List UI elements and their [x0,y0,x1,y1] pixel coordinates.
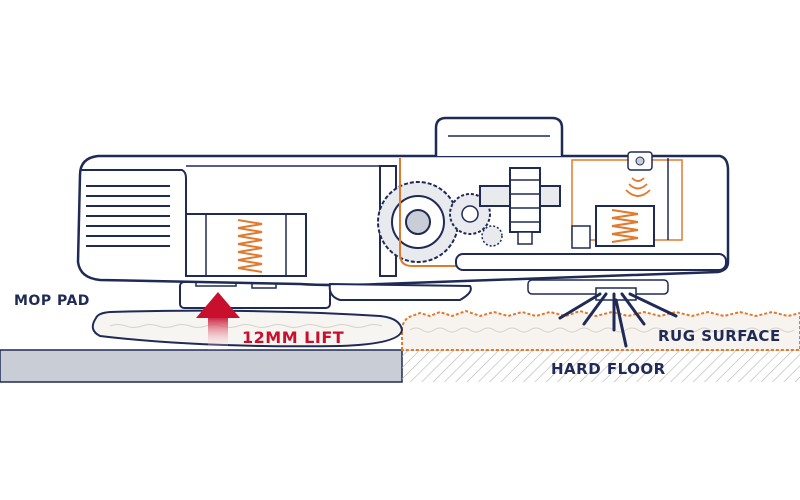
drive-rod [399,158,720,267]
sensor-icon [625,151,653,197]
lift-spring [237,219,263,273]
gear-assembly [377,167,561,263]
hard-floor-right [402,350,800,382]
lift-arrow-icon [196,292,240,350]
rug-surface-label: RUG SURFACE [658,327,781,345]
mop-pad [91,309,404,348]
lift-label: 12MM LIFT [242,328,345,347]
top-handle [434,116,564,156]
hard-floor-left [0,349,403,383]
hard-floor-label: HARD FLOOR [551,360,666,378]
mop-pad-label: MOP PAD [14,293,90,309]
side-brush [558,292,678,348]
right-spring [611,209,639,243]
vent-grille [86,185,170,247]
